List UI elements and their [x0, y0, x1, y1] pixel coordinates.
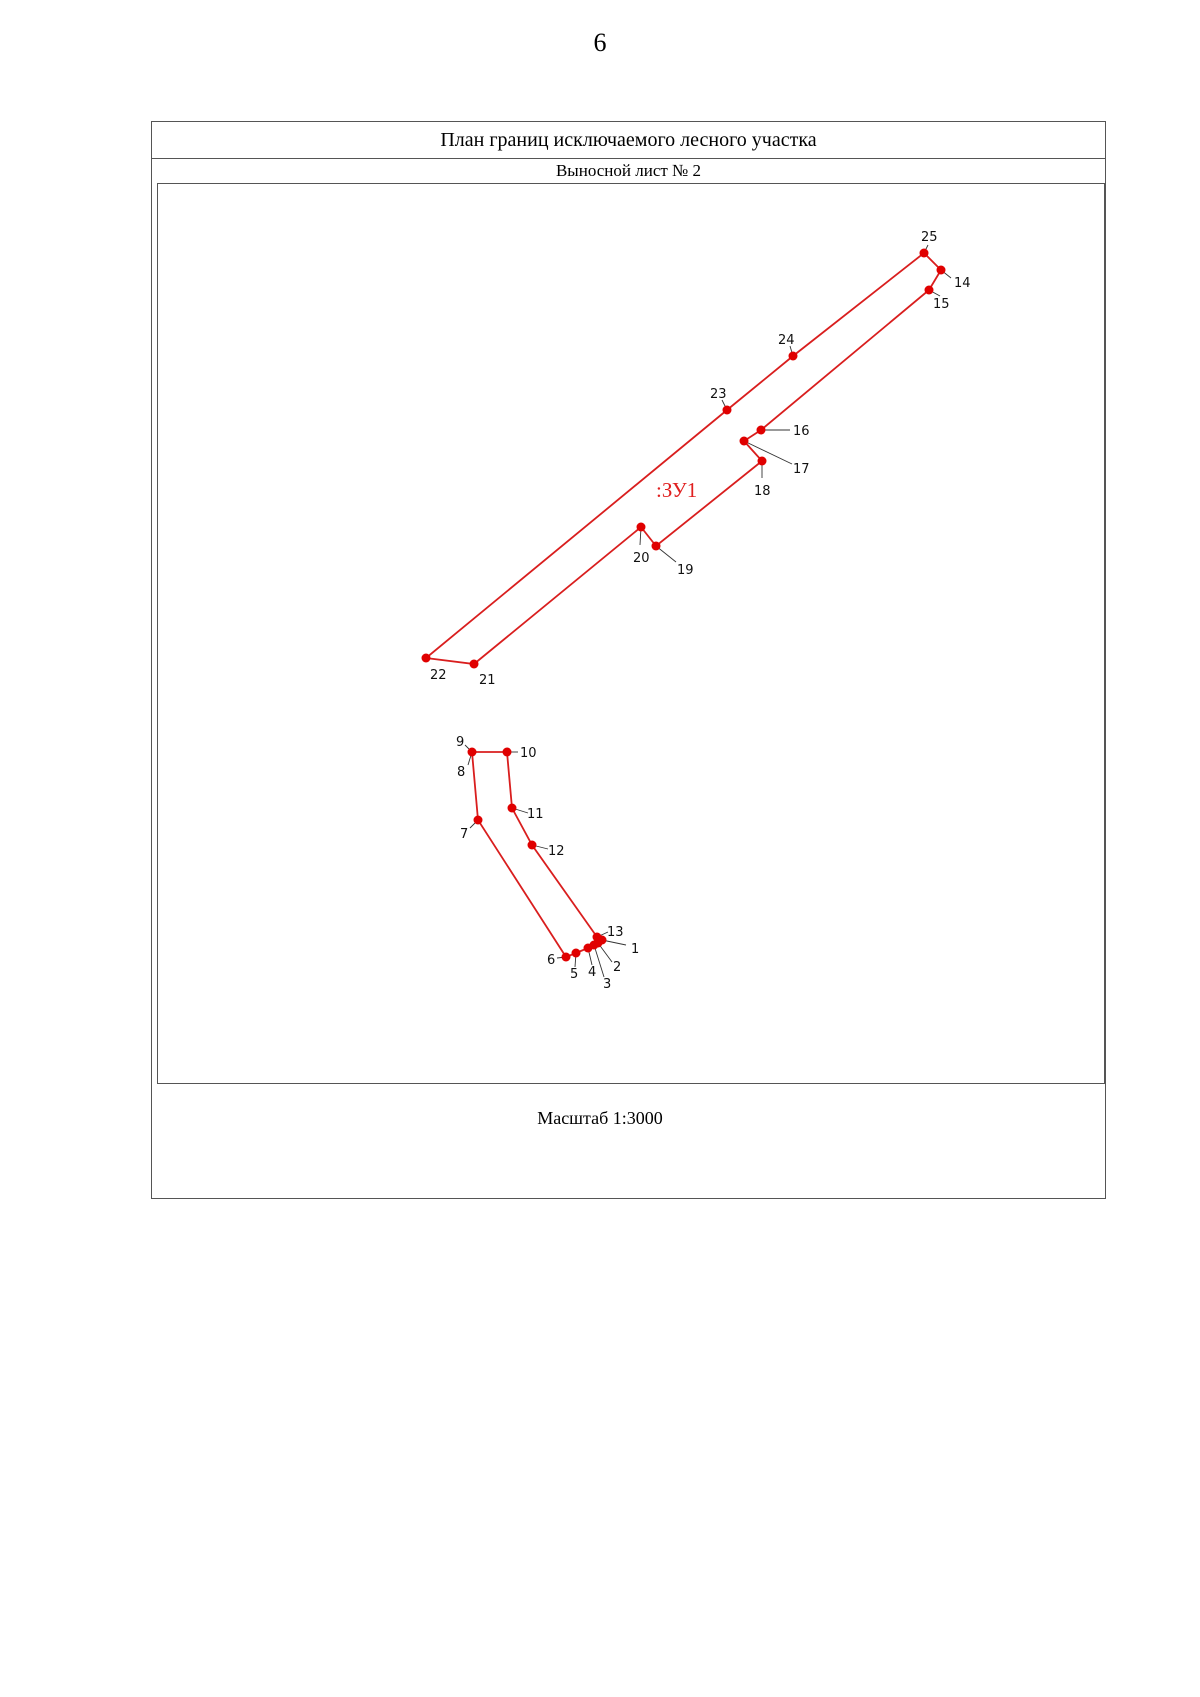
label-19: 19 — [677, 563, 694, 578]
sheet-title: Выносной лист № 2 — [555, 161, 702, 180]
label-20: 20 — [633, 551, 650, 566]
point-20 — [636, 522, 646, 532]
boundary-points — [421, 248, 946, 962]
boundary-polygon-lower — [471, 751, 604, 959]
point-15 — [924, 285, 934, 295]
zone-label: :ЗУ1 — [656, 478, 697, 502]
point-18 — [757, 456, 767, 466]
point-14 — [936, 265, 946, 275]
point-4 — [583, 943, 593, 953]
plan-frame: План границ исключаемого лесного участка… — [151, 121, 1106, 1199]
label-21: 21 — [479, 673, 496, 688]
point-21 — [469, 659, 479, 669]
point-22 — [421, 653, 431, 663]
label-14: 14 — [954, 276, 971, 291]
label-8: 8 — [457, 765, 465, 780]
label-2: 2 — [613, 960, 621, 975]
page-number: 6 — [593, 28, 607, 57]
label-22: 22 — [430, 668, 447, 683]
plan-title: План границ исключаемого лесного участка — [152, 122, 1105, 159]
label-10: 10 — [520, 746, 537, 761]
label-11: 11 — [527, 807, 544, 822]
scale-label: Масштаб 1:3000 — [537, 1108, 663, 1128]
point-19 — [651, 541, 661, 551]
label-6: 6 — [547, 953, 555, 968]
point-8-9 — [467, 747, 477, 757]
point-7 — [473, 815, 483, 825]
label-24: 24 — [778, 333, 795, 348]
label-4: 4 — [588, 965, 596, 980]
point-6 — [561, 952, 571, 962]
label-12: 12 — [548, 844, 565, 859]
boundary-polygon-upper — [423, 251, 943, 665]
label-23: 23 — [710, 387, 727, 402]
point-10 — [502, 747, 512, 757]
point-24 — [788, 351, 798, 361]
label-7: 7 — [460, 827, 468, 842]
label-13: 13 — [607, 925, 624, 940]
point-17 — [739, 436, 749, 446]
label-5: 5 — [570, 967, 578, 982]
label-16: 16 — [793, 424, 810, 439]
point-labels: 25 14 15 24 23 16 17 18 20 19 22 21 9 10… — [430, 230, 971, 992]
label-3: 3 — [603, 977, 611, 992]
point-25 — [919, 248, 929, 258]
map-area — [157, 183, 1105, 1084]
label-17: 17 — [793, 462, 810, 477]
label-25: 25 — [921, 230, 938, 245]
label-18: 18 — [754, 484, 771, 499]
label-1: 1 — [631, 942, 639, 957]
point-12 — [527, 840, 537, 850]
point-23 — [722, 405, 732, 415]
label-15: 15 — [933, 297, 950, 312]
label-9: 9 — [456, 735, 464, 750]
point-5 — [571, 948, 581, 958]
point-16 — [756, 425, 766, 435]
point-11 — [507, 803, 517, 813]
